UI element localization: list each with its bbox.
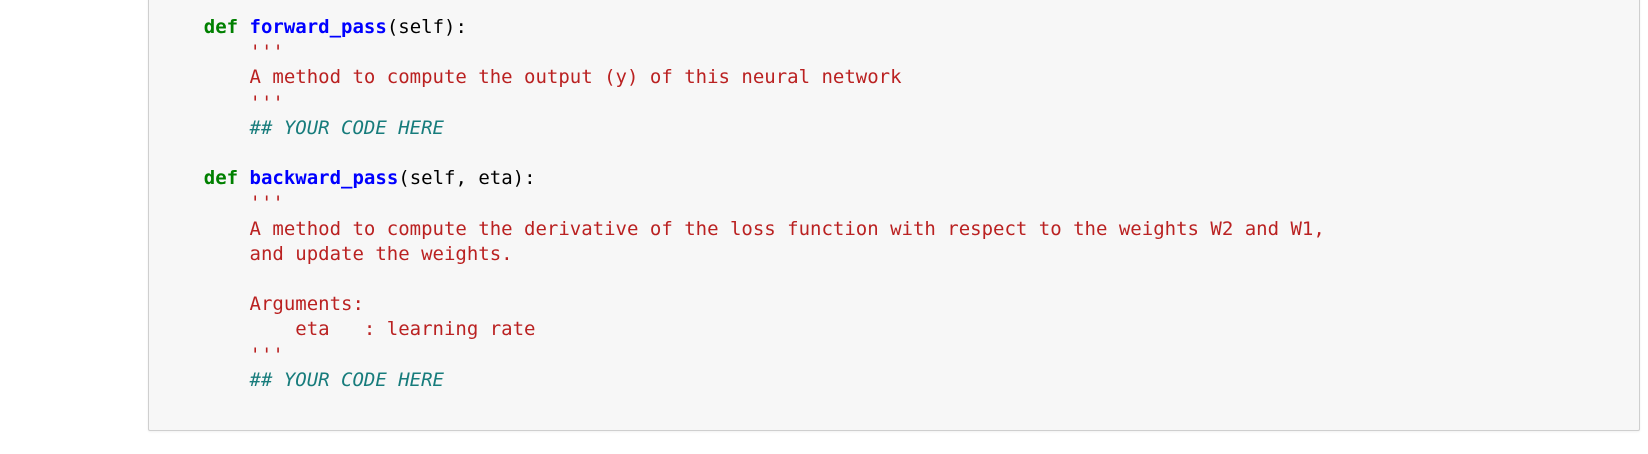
code-cell[interactable]: def forward_pass(self): ''' A method to …: [148, 0, 1640, 431]
code-token-string: ''': [158, 343, 284, 366]
code-token-string: A method to compute the derivative of th…: [158, 217, 1325, 240]
code-line: A method to compute the output (y) of th…: [158, 65, 1629, 90]
code-line: ## YOUR CODE HERE: [158, 116, 1629, 141]
code-token-string: A method to compute the output (y) of th…: [158, 66, 902, 89]
code-line: ''': [158, 191, 1629, 216]
code-token-plain: [158, 16, 204, 38]
code-line: and update the weights.: [158, 242, 1629, 267]
code-token-plain: [238, 167, 249, 189]
code-line: def forward_pass(self):: [158, 15, 1629, 40]
code-line: [158, 267, 1629, 292]
code-token-string: ''': [158, 41, 284, 64]
code-line: Arguments:: [158, 292, 1629, 317]
code-line: eta : learning rate: [158, 317, 1629, 342]
code-token-function: forward_pass: [249, 16, 387, 38]
code-token-comment: ## YOUR CODE HERE: [158, 116, 444, 139]
code-token-string: Arguments:: [158, 293, 364, 316]
code-content[interactable]: def forward_pass(self): ''' A method to …: [149, 0, 1639, 413]
code-line: ''': [158, 343, 1629, 368]
code-token-string: ''': [158, 91, 284, 114]
code-token-function: backward_pass: [249, 167, 399, 190]
code-token-keyword: def: [203, 16, 239, 38]
code-line: def backward_pass(self, eta):: [158, 166, 1629, 191]
code-token-plain: [158, 167, 204, 189]
code-token-plain: (self):: [386, 16, 467, 38]
code-line: ''': [158, 91, 1629, 116]
code-token-plain: (self, eta):: [398, 167, 536, 190]
code-token-string: ''': [158, 192, 284, 215]
code-token-keyword: def: [203, 167, 239, 190]
code-line: ''': [158, 40, 1629, 65]
code-line: A method to compute the derivative of th…: [158, 217, 1629, 242]
code-token-string: and update the weights.: [158, 242, 513, 265]
code-token-string: eta : learning rate: [158, 318, 536, 341]
code-line: [158, 141, 1629, 166]
code-token-plain: [238, 16, 249, 38]
code-token-comment: ## YOUR CODE HERE: [158, 368, 444, 391]
code-line: ## YOUR CODE HERE: [158, 368, 1629, 393]
